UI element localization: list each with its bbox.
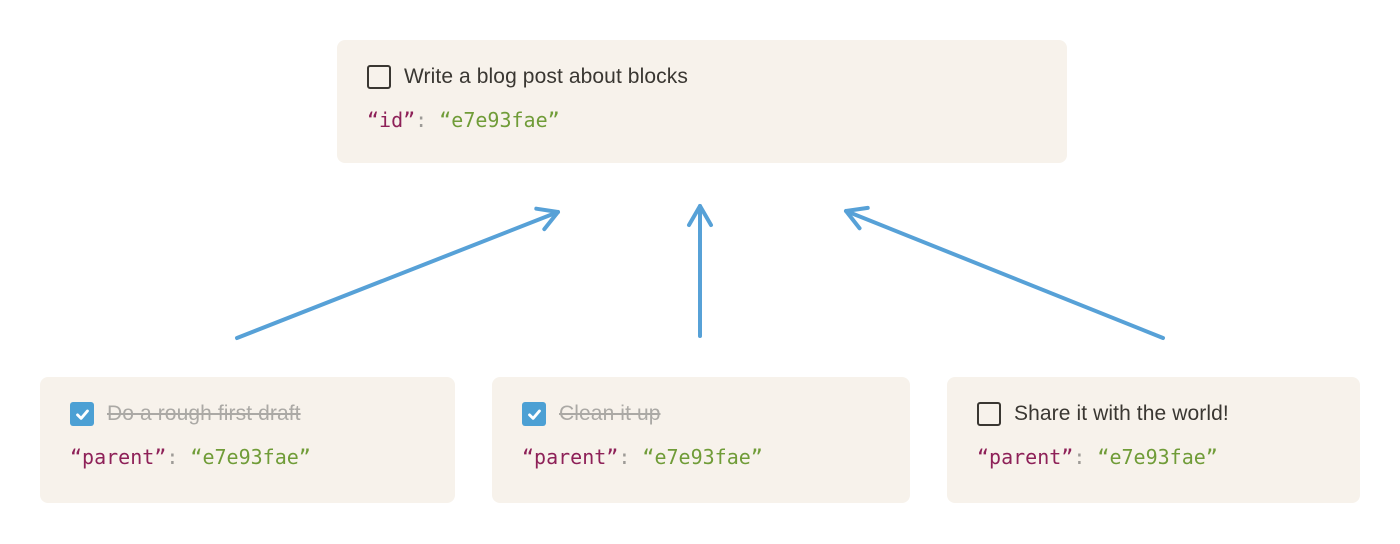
code-value: “e7e93fae” <box>190 445 311 469</box>
task-title: Write a blog post about blocks <box>404 65 688 88</box>
code-line: “id”: “e7e93fae” <box>367 106 1037 134</box>
code-colon: : <box>415 108 440 132</box>
parent-block-card: Write a blog post about blocks “id”: “e7… <box>337 40 1067 163</box>
task-title: Clean it up <box>559 402 661 425</box>
todo-row: Clean it up <box>522 401 880 427</box>
todo-checkbox[interactable] <box>367 65 391 89</box>
code-line: “parent”: “e7e93fae” <box>70 443 425 471</box>
todo-checkbox[interactable] <box>70 402 94 426</box>
code-key: “parent” <box>70 445 167 469</box>
code-value: “e7e93fae” <box>1097 445 1218 469</box>
todo-checkbox[interactable] <box>522 402 546 426</box>
child-block-card-share: Share it with the world! “parent”: “e7e9… <box>947 377 1360 503</box>
task-title: Do a rough first draft <box>107 402 301 425</box>
checkmark-icon <box>527 409 541 420</box>
code-value: “e7e93fae” <box>642 445 763 469</box>
todo-checkbox[interactable] <box>977 402 1001 426</box>
code-line: “parent”: “e7e93fae” <box>522 443 880 471</box>
code-key: “id” <box>367 108 416 132</box>
checkmark-icon <box>75 409 89 420</box>
todo-row: Share it with the world! <box>977 401 1330 427</box>
child-block-card-draft: Do a rough first draft “parent”: “e7e93f… <box>40 377 455 503</box>
code-key: “parent” <box>977 445 1074 469</box>
code-colon: : <box>166 445 191 469</box>
arrow-from-draft-to-parent <box>235 206 560 340</box>
arrow-from-share-to-parent <box>844 205 1165 340</box>
code-colon: : <box>1073 445 1098 469</box>
todo-row: Do a rough first draft <box>70 401 425 427</box>
todo-row: Write a blog post about blocks <box>367 64 1037 90</box>
code-key: “parent” <box>522 445 619 469</box>
code-colon: : <box>618 445 643 469</box>
child-block-card-cleanup: Clean it up “parent”: “e7e93fae” <box>492 377 910 503</box>
task-title: Share it with the world! <box>1014 402 1229 425</box>
code-line: “parent”: “e7e93fae” <box>977 443 1330 471</box>
code-value: “e7e93fae” <box>439 108 560 132</box>
